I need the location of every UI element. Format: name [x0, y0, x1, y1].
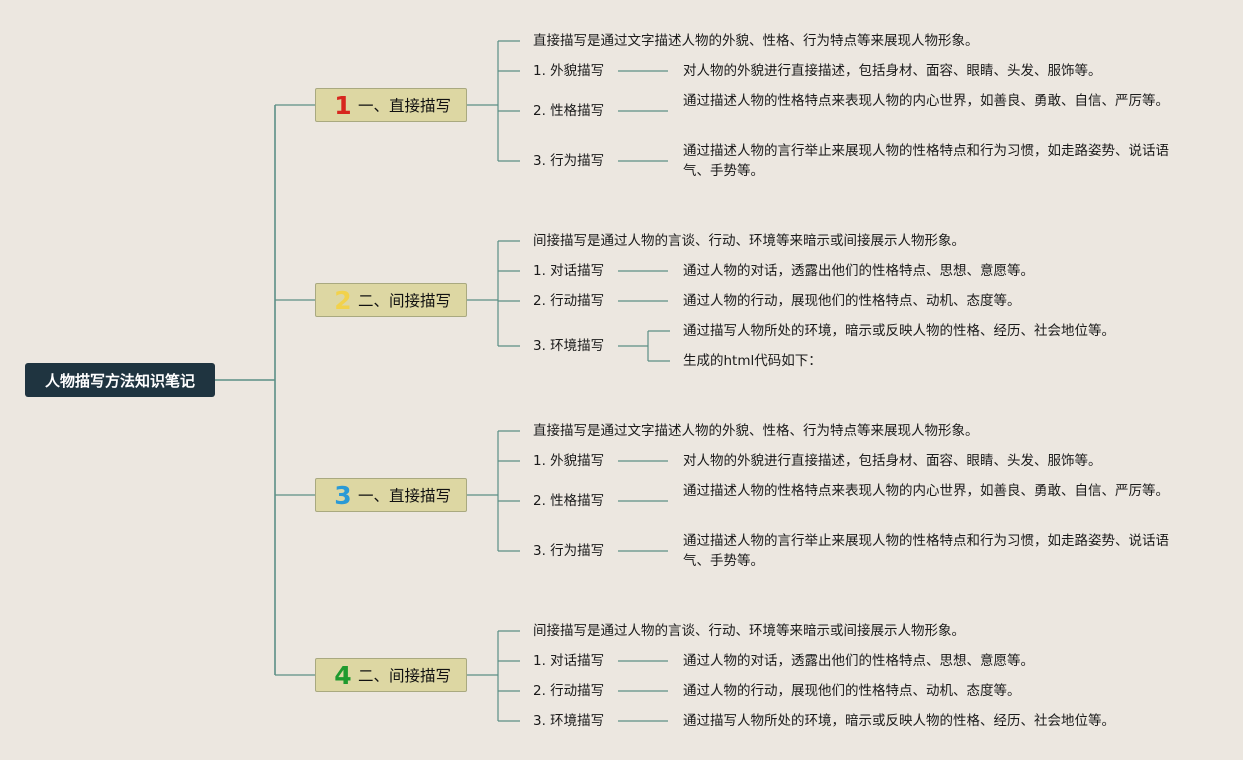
sub-item-detail: 对人物的外貌进行直接描述，包括身材、面容、眼睛、头发、服饰等。 [683, 453, 1102, 469]
sub-item-detail: 通过人物的对话，透露出他们的性格特点、思想、意愿等。 [683, 653, 1034, 669]
branch-label: 一、直接描写 [358, 487, 452, 505]
sub-item-detail: 通过描述人物的性格特点来表现人物的内心世界，如善良、勇敢、自信、严厉等。 [683, 93, 1169, 109]
sub-item-detail: 通过描述人物的言行举止来展现人物的性格特点和行为习惯，如走路姿势、说话语气、手势… [683, 533, 1169, 569]
sub-item-detail: 通过人物的对话，透露出他们的性格特点、思想、意愿等。 [683, 263, 1034, 279]
sub-item-label[interactable]: 1. 外貌描写 [533, 63, 605, 79]
sub-item-label[interactable]: 1. 外貌描写 [533, 453, 605, 469]
sub-item-label[interactable]: 3. 环境描写 [533, 338, 605, 354]
sub-item-label[interactable]: 3. 环境描写 [533, 713, 605, 729]
branch-number: 2 [334, 285, 352, 315]
sub-item-detail: 通过描写人物所处的环境，暗示或反映人物的性格、经历、社会地位等。 [683, 713, 1115, 729]
sub-item-detail: 通过描写人物所处的环境，暗示或反映人物的性格、经历、社会地位等。 [683, 323, 1115, 339]
branch-intro: 直接描写是通过文字描述人物的外貌、性格、行为特点等来展现人物形象。 [533, 33, 979, 49]
branch-label: 二、间接描写 [358, 667, 452, 685]
branch-number: 3 [334, 480, 352, 510]
branch-node-1[interactable]: 1 一、直接描写 [315, 88, 467, 122]
sub-item-detail: 通过人物的行动，展现他们的性格特点、动机、态度等。 [683, 293, 1021, 309]
sub-item-label[interactable]: 2. 性格描写 [533, 103, 605, 119]
sub-item-label[interactable]: 3. 行为描写 [533, 153, 605, 169]
sub-item-label[interactable]: 2. 行动描写 [533, 293, 605, 309]
branch-intro: 间接描写是通过人物的言谈、行动、环境等来暗示或间接展示人物形象。 [533, 233, 965, 249]
sub-item-detail: 通过人物的行动，展现他们的性格特点、动机、态度等。 [683, 683, 1021, 699]
branch-number: 4 [334, 660, 352, 690]
root-node[interactable]: 人物描写方法知识笔记 [25, 363, 215, 397]
sub-item-label[interactable]: 2. 性格描写 [533, 493, 605, 509]
sub-item-label[interactable]: 1. 对话描写 [533, 653, 605, 669]
branch-label: 一、直接描写 [358, 97, 452, 115]
branch-node-2[interactable]: 2 二、间接描写 [315, 283, 467, 317]
sub-item-label[interactable]: 2. 行动描写 [533, 683, 605, 699]
branch-intro: 直接描写是通过文字描述人物的外貌、性格、行为特点等来展现人物形象。 [533, 423, 979, 439]
sub-item-label[interactable]: 1. 对话描写 [533, 263, 605, 279]
sub-item-detail: 通过描述人物的性格特点来表现人物的内心世界，如善良、勇敢、自信、严厉等。 [683, 483, 1169, 499]
sub-item-detail: 对人物的外貌进行直接描述，包括身材、面容、眼睛、头发、服饰等。 [683, 63, 1102, 79]
sub-item-detail: 生成的html代码如下： [683, 353, 822, 369]
branch-number: 1 [334, 90, 352, 120]
branch-label: 二、间接描写 [358, 292, 452, 310]
branch-intro: 间接描写是通过人物的言谈、行动、环境等来暗示或间接展示人物形象。 [533, 623, 965, 639]
root-label: 人物描写方法知识笔记 [44, 371, 195, 390]
branch-node-3[interactable]: 3 一、直接描写 [315, 478, 467, 512]
sub-item-label[interactable]: 3. 行为描写 [533, 543, 605, 559]
sub-item-detail: 通过描述人物的言行举止来展现人物的性格特点和行为习惯，如走路姿势、说话语气、手势… [683, 143, 1169, 179]
branch-node-4[interactable]: 4 二、间接描写 [315, 658, 467, 692]
